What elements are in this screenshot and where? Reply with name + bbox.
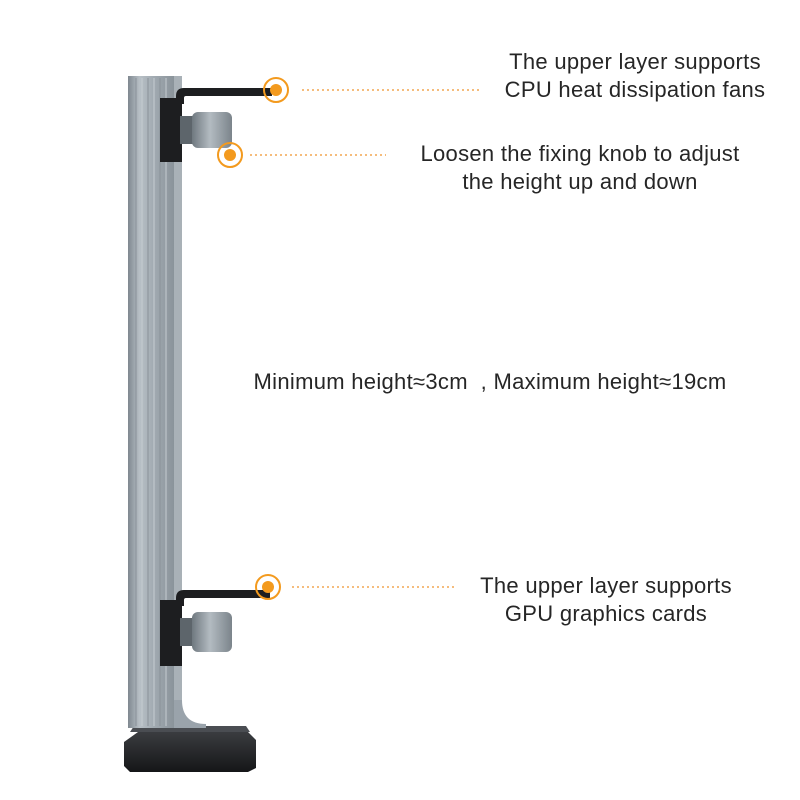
- cpu-support-line1: The upper layer supports: [509, 49, 761, 74]
- height-range-text: Minimum height≈3cm , Maximum height≈19cm: [253, 369, 727, 394]
- gpu-bracket: [160, 590, 270, 666]
- callout-marker-icon: [217, 142, 243, 168]
- gpu-support-line2: GPU graphics cards: [504, 601, 708, 626]
- stand-pole: [128, 76, 206, 728]
- cpu-bracket: [160, 88, 272, 162]
- knob-label: Loosen the fixing knob to adjust the hei…: [380, 140, 780, 196]
- knob-line2: the height up and down: [462, 169, 698, 194]
- lower-knob: [180, 612, 232, 652]
- height-range-label: Minimum height≈3cm , Maximum height≈19cm: [190, 368, 790, 396]
- gpu-support-line1: The upper layer supports: [480, 573, 732, 598]
- cpu-support-label: The upper layer supports CPU heat dissip…: [470, 48, 800, 104]
- cpu-support-line2: CPU heat dissipation fans: [504, 77, 766, 102]
- knob-line1: Loosen the fixing knob to adjust: [420, 141, 740, 166]
- gpu-support-label: The upper layer supports GPU graphics ca…: [446, 572, 766, 628]
- callout-marker-icon: [263, 77, 289, 103]
- upper-knob: [180, 112, 232, 148]
- callout-marker-icon: [255, 574, 281, 600]
- stand-base: [124, 726, 256, 772]
